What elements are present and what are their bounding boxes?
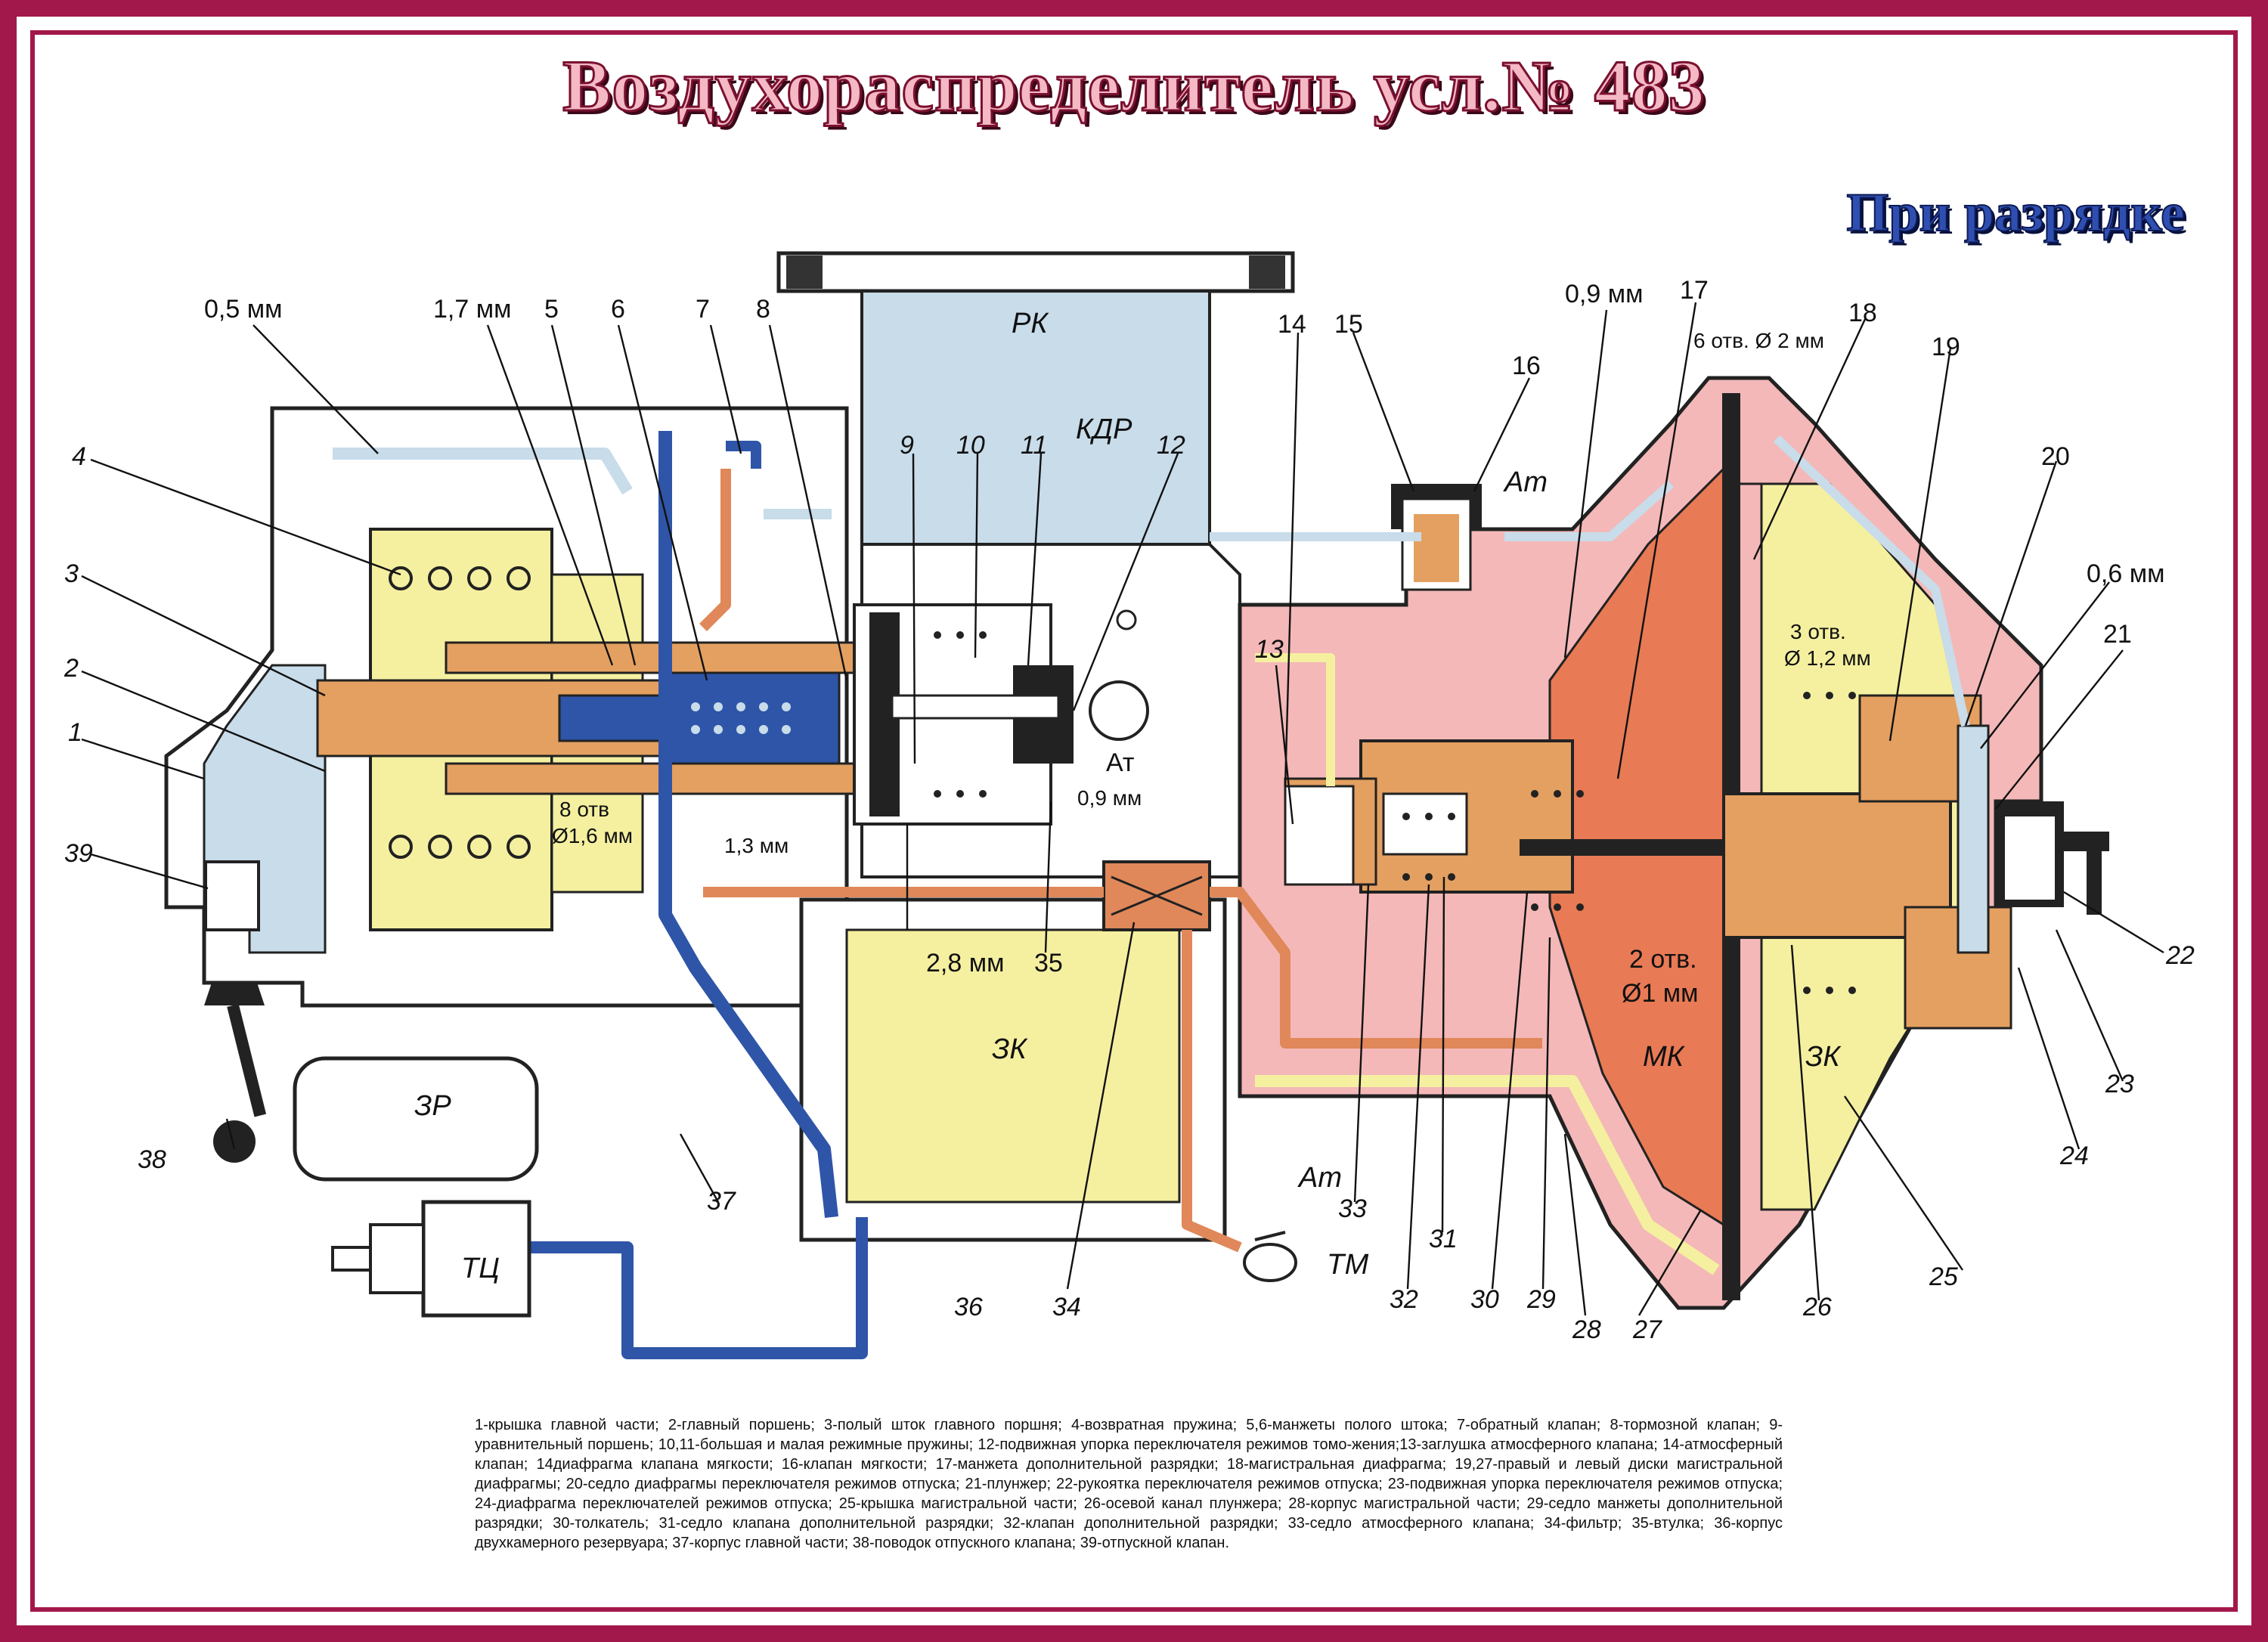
mode-subtitle: При разрядке [1845,181,2186,243]
callout-30: 30 [1470,1285,1499,1314]
dim-6-holes: 6 отв. Ø 2 мм [1693,329,1824,352]
magistral-part-body [1238,376,2109,1310]
callout-36: 36 [954,1293,983,1321]
two-chamber-reservoir [799,860,1227,1242]
callout-5: 5 [544,295,559,324]
dim-3-holes-b: Ø 1,2 мм [1784,646,1871,670]
callout-14: 14 [1278,310,1306,339]
callout-1: 1 [68,718,82,747]
callout-28: 28 [1572,1315,1601,1344]
callout-21: 21 [2103,620,2132,649]
dim-0-6mm: 0,6 мм [2087,559,2164,588]
return-spring-coils [389,566,531,859]
callout-11: 11 [1021,431,1047,460]
callout-17: 17 [1680,276,1709,305]
callout-34: 34 [1052,1293,1081,1321]
callout-26: 26 [1802,1293,1832,1321]
callout-10: 10 [956,431,985,460]
callout-31: 31 [1429,1225,1458,1253]
dim-3-holes-a: 3 отв. [1790,620,1846,643]
dim-1-3mm: 1,3 мм [724,834,789,857]
brake-pipe-cock [1243,1231,1297,1282]
zone-tc: ТЦ [461,1253,500,1284]
callout-25: 25 [1929,1262,1958,1291]
dim-1-7mm: 1,7 мм [433,295,511,324]
dim-8-holes-a: 8 отв [559,798,609,821]
zone-kdr: КДР [1076,414,1132,445]
release-valve [204,860,267,1163]
dim-2-holes-b: Ø1 мм [1622,979,1699,1008]
callout-23: 23 [2105,1070,2134,1098]
zone-at-top: Ат [1503,466,1548,498]
callout-33: 33 [1338,1194,1367,1223]
dim-2-holes-a: 2 отв. [1629,945,1697,974]
page-title: Воздухораспределитель усл.№ 483 [562,45,1706,128]
callout-9: 9 [900,431,914,460]
spare-reservoir [293,1056,539,1182]
callout-18: 18 [1848,299,1877,327]
zone-at-bottom: Ат [1297,1162,1342,1194]
callouts: 1 2 3 4 5 6 7 8 9 10 11 12 13 14 15 16 1… [64,276,2195,1344]
callout-4: 4 [72,442,86,471]
zone-mk: МК [1643,1041,1686,1073]
equalizing-piston [853,603,1149,826]
leader-lines [81,302,2164,1316]
callout-22: 22 [2165,941,2195,970]
callout-16: 16 [1512,352,1541,380]
zone-zr: ЗР [414,1090,451,1122]
callout-29: 29 [1526,1285,1556,1314]
brake-cylinder [331,1200,531,1318]
zone-zk-right: ЗК [1805,1041,1842,1073]
callout-6: 6 [611,295,625,324]
callout-2: 2 [64,654,79,683]
channels [333,431,1970,1359]
zone-tm: ТМ [1327,1249,1369,1281]
callout-3: 3 [64,559,79,588]
callout-24: 24 [2059,1142,2089,1170]
main-part-body [164,406,871,1008]
callout-13: 13 [1255,635,1284,664]
dim-0-9mm-b: 0,9 мм [1077,786,1142,810]
callout-38: 38 [138,1145,166,1174]
callout-37: 37 [707,1187,736,1216]
dim-at-side: Ат [1106,748,1135,777]
callout-12: 12 [1157,431,1185,460]
parts-legend: 1-крышка главной части; 2-главный поршен… [475,1417,1783,1551]
dim-0-9mm: 0,9 мм [1565,280,1643,308]
callout-39: 39 [64,839,93,868]
callout-32: 32 [1390,1285,1418,1314]
callout-8: 8 [756,295,770,324]
callout-15: 15 [1334,310,1363,339]
callout-19: 19 [1932,333,1960,361]
zone-zk-main: ЗК [992,1033,1028,1065]
dim-2-8mm: 2,8 мм [926,949,1004,977]
callout-27: 27 [1632,1315,1662,1344]
brake-valve-spring [691,702,791,734]
dim-8-holes-b: Ø1,6 мм [552,824,633,847]
zone-rk: РК [1012,308,1049,339]
dim-0-5mm: 0,5 мм [204,295,282,324]
callout-7: 7 [696,295,710,324]
callout-20: 20 [2041,442,2070,471]
callout-35: 35 [1034,949,1063,977]
